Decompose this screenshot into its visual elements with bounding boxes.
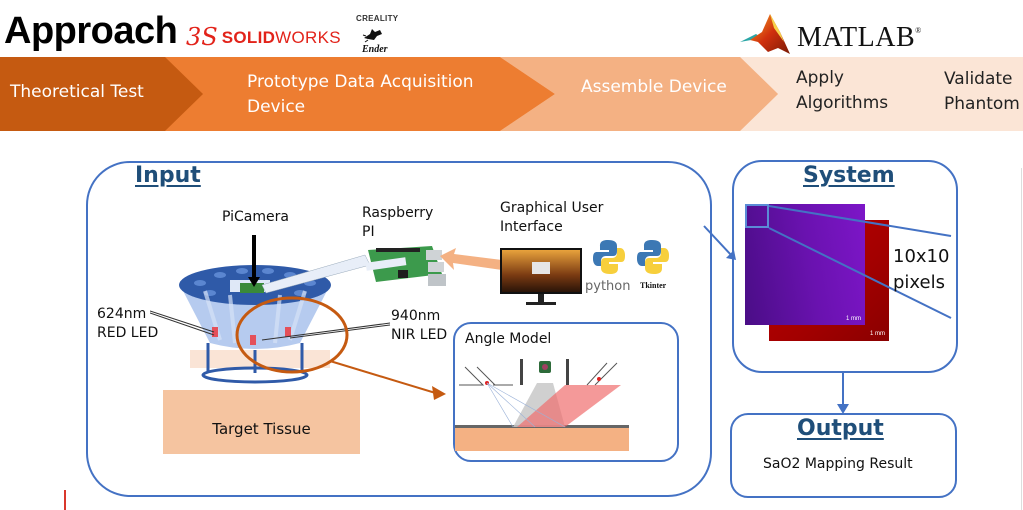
- solidworks-bold: SOLID: [221, 28, 276, 47]
- angle-model-diagram: [455, 359, 629, 451]
- gui-label-line2: Interface: [500, 219, 563, 235]
- tkinter-logo-icon: [637, 240, 669, 274]
- step-prototype-device: Prototype Data Acquisition Device: [247, 70, 474, 120]
- creality-brand: CREALITY: [356, 14, 399, 23]
- step-4-label-line2: Algorithms: [796, 93, 889, 113]
- highlight-ring: [235, 296, 349, 374]
- red-led-name: RED LED: [97, 325, 159, 341]
- angle-led-right: [597, 377, 601, 381]
- raspberry-label-line1: Raspberry: [362, 205, 434, 221]
- slide-edge-line: [1021, 168, 1022, 510]
- led-pointer-lines: [150, 310, 391, 341]
- monitor-icon: [500, 248, 582, 305]
- highlight-connector-line: [329, 360, 443, 395]
- matlab-wordmark: MATLAB®: [797, 22, 922, 54]
- output-panel: [730, 413, 957, 498]
- gui-label: Graphical User Interface: [500, 199, 603, 237]
- raspberry-pi-label: Raspberry PI: [362, 204, 433, 242]
- python-label: python: [585, 279, 631, 294]
- registered-mark: ®: [915, 26, 922, 35]
- gui-to-pi-arrow-icon: [440, 248, 502, 270]
- ender-horse-icon: [362, 29, 382, 43]
- red-led-label: 624nm RED LED: [97, 305, 158, 343]
- roi-zoom-lines: [768, 205, 952, 319]
- step-apply-algorithms: Apply Algorithms: [796, 66, 888, 116]
- process-band: [0, 57, 1023, 131]
- python-logo-icon: [593, 240, 625, 274]
- gui-label-line1: Graphical User: [500, 200, 604, 216]
- slide-title: Approach: [4, 10, 178, 52]
- step-2-label-line1: Prototype Data Acquisition: [247, 72, 474, 92]
- red-leds: [212, 327, 291, 345]
- solidworks-thin: WORKS: [275, 28, 341, 47]
- angle-tissue: [455, 427, 629, 451]
- input-heading: Input: [135, 163, 201, 188]
- step-assemble-device: Assemble Device: [581, 75, 727, 100]
- target-tissue-label: Target Tissue: [212, 420, 311, 438]
- raspberry-label-line2: PI: [362, 224, 375, 240]
- angle-model-label: Angle Model: [465, 331, 552, 347]
- red-led-wavelength: 624nm: [97, 306, 147, 322]
- step-theoretical-test: Theoretical Test: [10, 80, 144, 105]
- step-1-label: Theoretical Test: [10, 82, 144, 102]
- led-illumination: [517, 385, 621, 427]
- step-4-label-line1: Apply: [796, 68, 844, 88]
- step-5-label-line1: Validate: [944, 69, 1013, 89]
- roi-selection-box: [745, 204, 769, 228]
- light-rays: [486, 382, 566, 428]
- nir-led-label: 940nm NIR LED: [391, 307, 447, 345]
- zoom-label-size: 10x10: [893, 246, 950, 267]
- nir-led-name: NIR LED: [391, 327, 448, 343]
- camera-wall-right: [566, 359, 569, 385]
- system-to-output-arrow-icon: [837, 372, 849, 414]
- step-3-overlay: [500, 57, 778, 131]
- zoom-label-unit: pixels: [893, 272, 945, 293]
- highlight-arrowhead-icon: [432, 386, 446, 400]
- nir-map-scale-bar: 1 mm: [846, 316, 861, 322]
- step-validate-phantom: Validate Phantom: [944, 67, 1020, 117]
- picamera-board: [240, 283, 264, 293]
- step-1-shape: [0, 57, 203, 131]
- tkinter-label: Tkinter: [640, 281, 667, 290]
- matlab-text: MATLAB: [797, 22, 916, 53]
- target-tissue-block: Target Tissue: [163, 390, 360, 454]
- angle-walls: [459, 362, 618, 386]
- camera-wall-left: [520, 359, 523, 385]
- tissue-top-shade: [190, 350, 330, 368]
- matlab-membrane-icon: [740, 14, 790, 54]
- zoom-label: 10x10 pixels: [893, 244, 949, 296]
- step-3-label: Assemble Device: [581, 77, 727, 97]
- device-illustration: [150, 235, 443, 395]
- solidworks-ds-mark-icon: 3S: [186, 23, 218, 51]
- raspberry-pi-board-icon: [365, 246, 446, 286]
- step-2-label-line2: Device: [247, 97, 306, 117]
- input-to-system-arrow-icon: [703, 225, 736, 260]
- picamera-arrowhead-icon: [248, 277, 260, 287]
- output-result-label: SaO2 Mapping Result: [763, 456, 913, 472]
- solidworks-logo: 3S SOLIDWORKS: [186, 23, 341, 51]
- system-heading: System: [803, 163, 895, 188]
- output-heading: Output: [797, 416, 884, 441]
- solidworks-wordmark: SOLIDWORKS: [222, 28, 341, 48]
- ender-product: Ender: [362, 44, 388, 55]
- nir-led-wavelength: 940nm: [391, 308, 441, 324]
- step-5-label-line2: Phantom: [944, 94, 1020, 114]
- slide-marker-line: [64, 490, 66, 510]
- red-map-scale-bar: 1 mm: [870, 331, 885, 337]
- picamera-label: PiCamera: [222, 209, 289, 225]
